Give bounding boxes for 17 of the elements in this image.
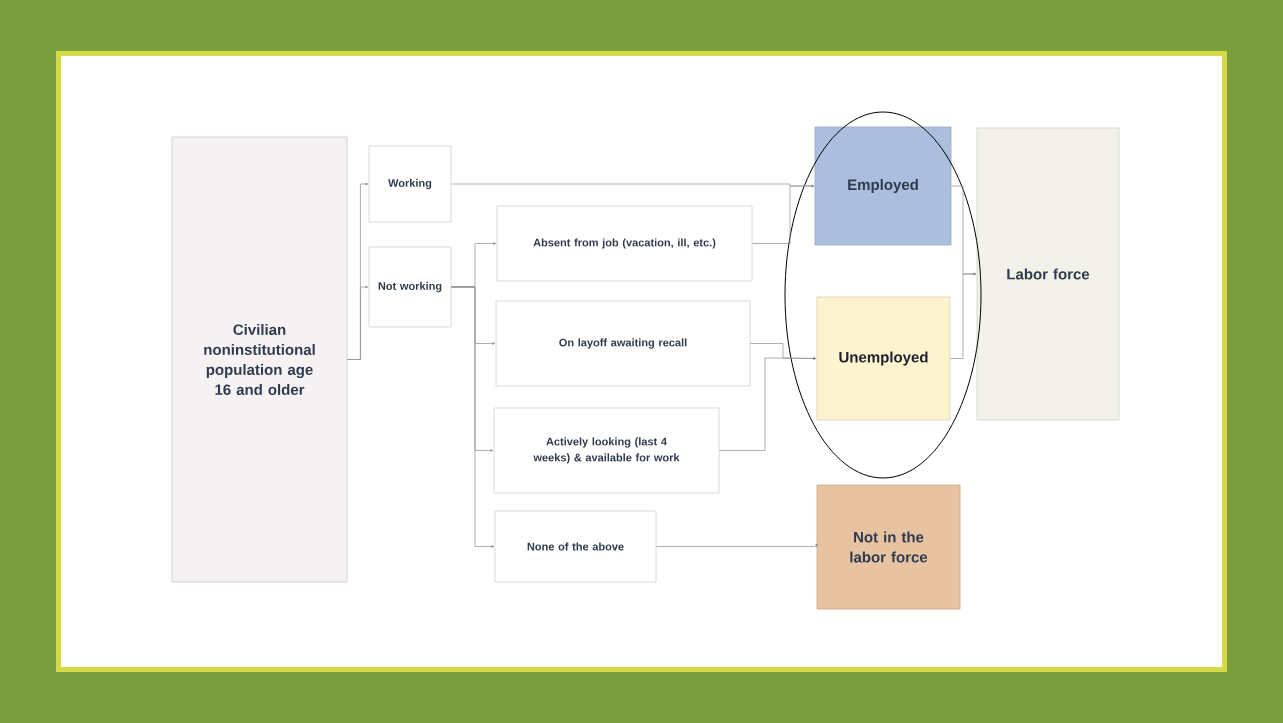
category-box: Working <box>368 145 452 223</box>
category-box: Absent from job (vacation, ill, etc.) <box>496 205 753 282</box>
status-box: Employed <box>814 126 952 246</box>
arrow <box>752 184 815 244</box>
category-box: None of the above <box>494 510 657 583</box>
arrow <box>950 272 977 359</box>
category-box: Actively looking (last 4 weeks) & available for work <box>493 407 720 494</box>
status-box: Not in the labor force <box>816 484 961 610</box>
population-box: Civilian noninstitutional population age 16 and older <box>171 136 348 583</box>
arrow <box>347 285 369 360</box>
category-box: On layoff awaiting recall <box>495 300 751 387</box>
arrow <box>656 543 818 547</box>
category-box: Not working <box>368 246 452 328</box>
arrow <box>451 286 495 548</box>
status-box: Unemployed <box>816 296 951 421</box>
labor-force-box: Labor force <box>976 127 1120 421</box>
arrow <box>719 357 817 451</box>
